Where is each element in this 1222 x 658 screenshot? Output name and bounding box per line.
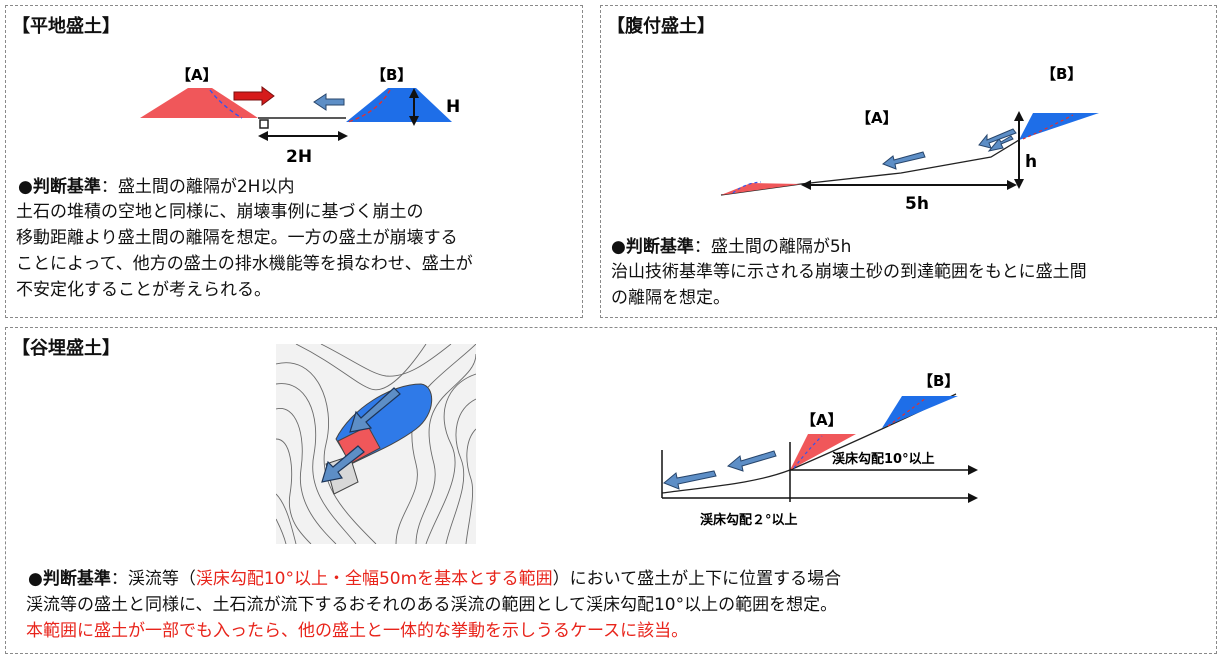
blue-arrow — [726, 450, 777, 472]
dim-arrowhead-right — [338, 131, 348, 141]
label-b: 【B】 — [1041, 65, 1082, 83]
criterion-post: ）において盛土が上下に位置する場合 — [552, 569, 842, 589]
dim-arrowhead-left — [258, 131, 268, 141]
embankment-b — [346, 88, 452, 122]
h-arrowhead-bottom — [409, 116, 419, 126]
h-arrowhead-top — [409, 88, 419, 98]
panel-valley-embankment: 【谷埋盛土】 【B】 【A】 — [5, 327, 1217, 654]
valley-section-diagram: 【B】 【A】 渓床勾配10°以上 渓床勾配２°以上 — [661, 372, 978, 528]
slope-ground — [720, 139, 1020, 196]
dim-arrowhead-left — [801, 180, 811, 190]
dimension-5h: 5h — [905, 194, 929, 214]
blue-arrow — [987, 135, 1014, 152]
label-b: 【B】 — [371, 66, 412, 84]
dimension-2h: 2H — [286, 147, 312, 167]
criterion-line: ●判断基準：盛土間の離隔が5h — [611, 235, 851, 260]
label-a: 【A】 — [801, 411, 843, 429]
criterion-value: 盛土間の離隔が2H以内 — [117, 177, 295, 197]
panel-title: 【平地盛土】 — [12, 16, 120, 37]
blue-arrow — [349, 387, 401, 433]
description-line: 不安定化することが考えられる。 — [16, 280, 271, 300]
dim-arrowhead-right — [1007, 180, 1017, 190]
slip-line-a — [209, 89, 243, 119]
slip-line-b — [887, 397, 927, 427]
description-line: 治山技術基準等に示される崩壊土砂の到達範囲をもとに盛土間 — [611, 262, 1087, 282]
description-line: ことによって、他方の盛土の排水機能等を損なわせ、盛土が — [16, 254, 473, 274]
embankment-a — [721, 183, 801, 195]
label-b: 【B】 — [918, 372, 959, 390]
dimension-h: h — [1025, 152, 1037, 172]
h-arrowhead-bottom — [1014, 179, 1024, 189]
criterion-head: ●判断基準 — [18, 177, 101, 197]
flat-embankment-diagram: 【A】 【B】 2H H — [140, 66, 460, 167]
lower-arrowhead — [968, 493, 978, 503]
slope-embankment-diagram: 【B】 【A】 h 5h — [720, 65, 1099, 214]
description-line: 移動距離より盛土間の離隔を想定。一方の盛土が崩壊する — [16, 228, 458, 248]
toe-marker — [259, 119, 269, 129]
contour-map — [276, 344, 476, 544]
contour-lines — [276, 344, 476, 544]
slip-line-a — [732, 181, 762, 194]
blue-arrow — [663, 470, 717, 490]
criterion-head: ●判断基準 — [611, 237, 694, 257]
description-line: の離隔を想定。 — [611, 288, 730, 308]
panel-slope-embankment: 【腹付盛土】 【B】 【A】 h 5h ●判断基準：盛土間の離隔が5h 治山技術… — [600, 5, 1217, 318]
highlight-line: 本範囲に盛土が一部でも入ったら、他の盛土と一体的な挙動を示しうるケースに該当。 — [26, 621, 689, 641]
red-arrow — [233, 86, 275, 106]
panel-title: 【谷埋盛土】 — [12, 338, 120, 359]
slip-line-a — [793, 435, 823, 469]
embankment-a — [790, 434, 856, 470]
slip-line-b — [347, 89, 391, 123]
blue-arrow — [978, 128, 1017, 149]
slip-line-b — [1022, 114, 1074, 140]
h-arrowhead-top — [1014, 111, 1024, 121]
description-line: 土石の堆積の空地と同様に、崩壊事例に基づく崩土の — [16, 202, 424, 222]
criterion-sep: ： — [693, 237, 711, 257]
upper-arrowhead — [968, 465, 978, 475]
embankment-a — [140, 88, 258, 118]
panel-flat-embankment: 【平地盛土】 【A】 【B】 2H H ●判断基準：盛土間の離隔が2H以内 土石… — [5, 5, 583, 318]
blue-arrow — [321, 445, 365, 483]
blue-arrow — [313, 93, 345, 111]
panel-title: 【腹付盛土】 — [607, 16, 715, 37]
criterion-pre: 渓流等（ — [127, 569, 196, 589]
label-a: 【A】 — [856, 109, 898, 127]
criterion-head: ●判断基準 — [28, 569, 111, 589]
criterion-sep: ： — [110, 569, 128, 589]
dimension-h: H — [446, 97, 460, 117]
criterion-line: ●判断基準：渓流等（渓床勾配10°以上・全幅50mを基本とする範囲）において盛土… — [28, 567, 841, 592]
criterion-value: 盛土間の離隔が5h — [710, 237, 852, 257]
label-a: 【A】 — [176, 66, 218, 84]
embankment-b — [1019, 113, 1099, 140]
criterion-sep: ： — [100, 177, 118, 197]
slope-upper-label: 渓床勾配10°以上 — [832, 451, 935, 467]
blue-arrow — [882, 151, 926, 170]
embankment-b — [882, 396, 958, 428]
description-line: 渓流等の盛土と同様に、土石流が流下するおそれのある渓流の範囲として渓床勾配10°… — [26, 595, 838, 615]
criterion-line: ●判断基準：盛土間の離隔が2H以内 — [18, 175, 294, 200]
slope-lower-label: 渓床勾配２°以上 — [700, 512, 798, 528]
criterion-red: 渓床勾配10°以上・全幅50mを基本とする範囲 — [195, 569, 553, 589]
